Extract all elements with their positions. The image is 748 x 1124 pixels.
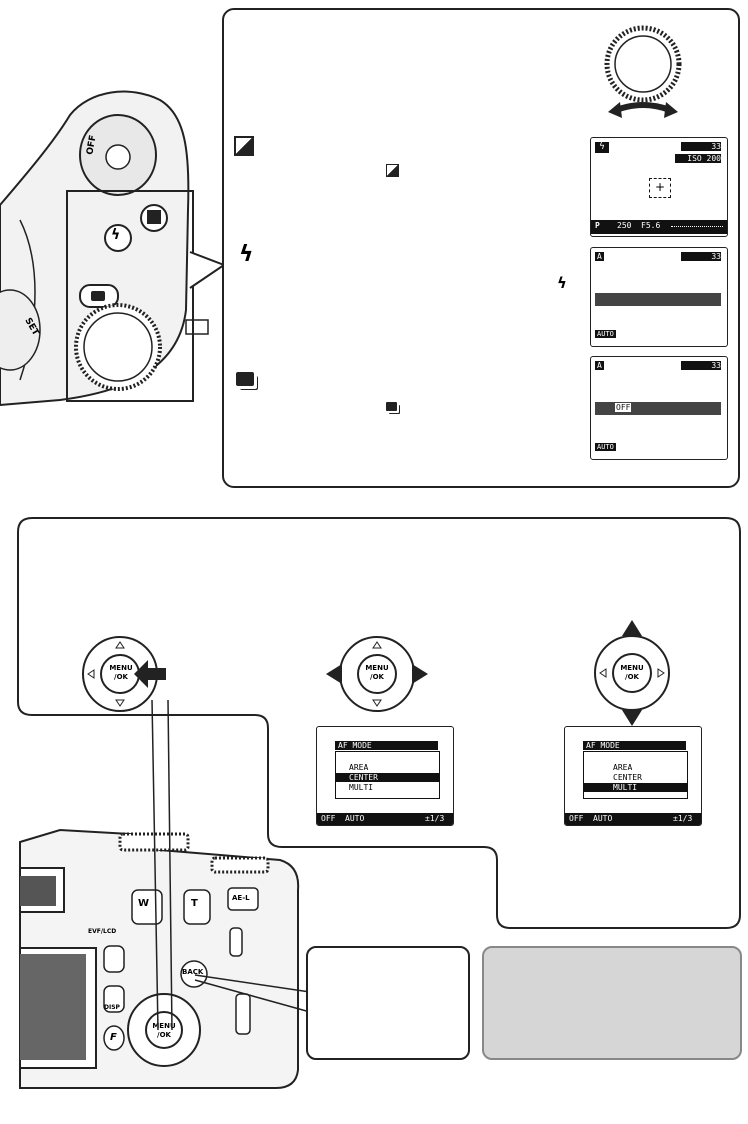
flash-indicator-icon: ϟ xyxy=(595,142,609,153)
camera-top-illustration xyxy=(0,90,209,407)
zoom-w-button[interactable]: W xyxy=(138,898,150,909)
flash-mode-selector-bar xyxy=(595,293,721,306)
continuous-shooting-inline-icon xyxy=(386,402,397,411)
flash-inline-icon: ϟ xyxy=(557,274,567,292)
menu-bottom-bar: OFF AUTO ±1/3 xyxy=(317,813,453,825)
exposure-compensation-icon xyxy=(147,210,161,224)
exposure-info-bar: P 250 F5.6 xyxy=(591,220,727,234)
auto-badge: AUTO xyxy=(595,330,616,338)
note-box xyxy=(482,946,742,1060)
continuous-mode-selector-bar: OFF xyxy=(595,402,721,415)
back-button-callout-box xyxy=(306,946,470,1060)
auto-badge: AUTO xyxy=(595,443,616,451)
menu-ok-button[interactable]: MENU/OK xyxy=(109,664,133,681)
flash-icon: ϟ xyxy=(111,227,121,243)
shutter-speed: 250 xyxy=(617,221,632,230)
dpad-up-down-illustration xyxy=(594,620,670,726)
af-frame-icon: + xyxy=(649,178,671,198)
bottom-label-ev-step: ±1/3 xyxy=(673,814,693,823)
continuous-shooting-icon xyxy=(91,291,105,301)
bottom-label-auto: AUTO xyxy=(345,814,365,823)
af-option-multi[interactable]: MULTI xyxy=(349,783,374,792)
menu-ok-button[interactable]: MENU/OK xyxy=(365,664,389,681)
af-option-center[interactable]: CENTER xyxy=(335,773,439,782)
bottom-label-auto: AUTO xyxy=(593,814,613,823)
mode-badge: A xyxy=(595,361,604,370)
frames-remaining: 33 xyxy=(681,252,721,261)
camera-back-illustration xyxy=(19,828,300,1089)
af-option-multi[interactable]: MULTI xyxy=(583,783,687,792)
af-menu-list xyxy=(583,751,688,799)
flash-icon: ϟ xyxy=(239,242,254,267)
continuous-off-label: OFF xyxy=(615,403,632,412)
continuous-shooting-icon xyxy=(236,372,254,386)
dpad-left-right-illustration xyxy=(326,636,428,712)
continuous-lcd-screen: A 33 OFF AUTO xyxy=(590,356,728,460)
bottom-label-ev-step: ±1/3 xyxy=(425,814,445,823)
bottom-label-off: OFF xyxy=(569,814,584,823)
shooting-mode: P xyxy=(595,221,600,230)
iso-value: ISO 200 xyxy=(675,154,721,163)
evf-lcd-label: EVF/LCD xyxy=(88,928,117,935)
f-button[interactable]: F xyxy=(110,1032,117,1043)
leader-lines xyxy=(151,700,311,1031)
bottom-label-off: OFF xyxy=(321,814,336,823)
disp-button[interactable]: DISP xyxy=(104,1004,120,1011)
dpad-press-ok-illustration xyxy=(82,636,166,712)
menu-bottom-bar: OFF AUTO ±1/3 xyxy=(565,813,701,825)
command-dial-icon xyxy=(604,25,682,118)
menu-ok-button[interactable]: MENU/OK xyxy=(620,664,644,681)
af-mode-menu-center: AF MODE AREA CENTER MULTI OFF AUTO ±1/3 xyxy=(316,726,454,826)
frames-remaining: 33 xyxy=(681,142,721,151)
af-option-area[interactable]: AREA xyxy=(613,763,633,772)
exposure-compensation-inline-icon xyxy=(386,164,399,177)
exposure-lcd-screen: ϟ 33 ISO 200 + P 250 F5.6 xyxy=(590,137,728,237)
af-option-center[interactable]: CENTER xyxy=(613,773,642,782)
ae-lock-button[interactable]: AE-L xyxy=(232,894,250,902)
flash-mode-badge: A xyxy=(595,252,604,261)
exposure-scale xyxy=(671,226,723,232)
frames-remaining: 33 xyxy=(681,361,721,370)
exposure-compensation-icon xyxy=(234,136,254,156)
button-highlight-box xyxy=(66,190,194,402)
menu-ok-button[interactable]: MENU/OK xyxy=(152,1022,176,1039)
af-option-area[interactable]: AREA xyxy=(349,763,369,772)
aperture-value: F5.6 xyxy=(641,221,661,230)
af-menu-title: AF MODE xyxy=(583,741,686,750)
zoom-t-button[interactable]: T xyxy=(191,898,198,909)
bottom-panel-outline xyxy=(17,517,741,929)
af-menu-title: AF MODE xyxy=(335,741,438,750)
af-mode-menu-multi: AF MODE AREA CENTER MULTI OFF AUTO ±1/3 xyxy=(564,726,702,826)
back-button[interactable]: BACK xyxy=(182,968,204,976)
flash-lcd-screen: A 33 AUTO xyxy=(590,247,728,347)
